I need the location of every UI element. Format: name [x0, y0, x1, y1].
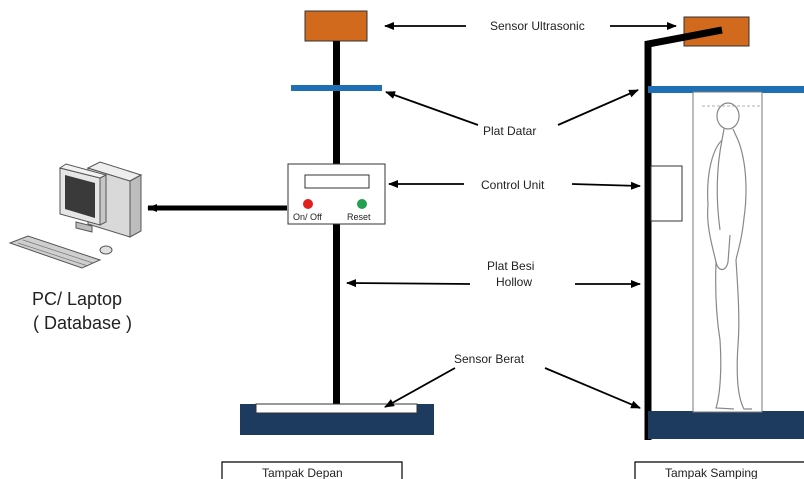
- front-ultrasonic-sensor: [304, 10, 368, 42]
- front-flat-plate: [291, 85, 382, 91]
- front-view-caption-box: [221, 461, 403, 479]
- label-control-unit: Control Unit: [481, 178, 545, 192]
- label-sensor-ultrasonic: Sensor Ultrasonic: [490, 19, 585, 33]
- side-view-caption-box: [634, 461, 804, 479]
- side-control-unit: [650, 165, 683, 222]
- arrow-plat-datar-side: [557, 89, 639, 126]
- arrow-sensor-berat-side: [544, 367, 641, 409]
- arrow-control-unit-side: [571, 181, 641, 190]
- arrow-plat-besi-front: [346, 279, 471, 288]
- human-figure: [707, 102, 752, 410]
- on-off-label: On/ Off: [293, 212, 322, 222]
- control-unit-box: [287, 163, 386, 225]
- pc-database-label: ( Database ): [33, 313, 132, 333]
- label-plat-datar: Plat Datar: [483, 124, 536, 138]
- on-off-button: [303, 199, 313, 209]
- side-view-caption: Tampak Samping: [665, 466, 758, 479]
- reset-button: [357, 199, 367, 209]
- pc-label: PC/ Laptop: [32, 289, 122, 309]
- human-figure-frame: [692, 91, 763, 413]
- side-flat-plate: [648, 86, 804, 93]
- arrow-sensor-berat-front: [384, 367, 456, 408]
- control-unit-display: [304, 174, 370, 189]
- arrow-plat-datar-front: [385, 91, 479, 126]
- side-base: [648, 411, 804, 439]
- computer-icon: [8, 161, 143, 269]
- side-sensor-arm: [644, 26, 723, 440]
- label-plat-besi: Plat Besi: [487, 259, 534, 273]
- front-view-caption: Tampak Depan: [262, 466, 343, 479]
- front-base-platform: [255, 403, 418, 414]
- reset-label: Reset: [347, 212, 371, 222]
- label-sensor-berat: Sensor Berat: [454, 352, 525, 366]
- label-hollow: Hollow: [496, 275, 532, 289]
- front-pole: [333, 41, 340, 409]
